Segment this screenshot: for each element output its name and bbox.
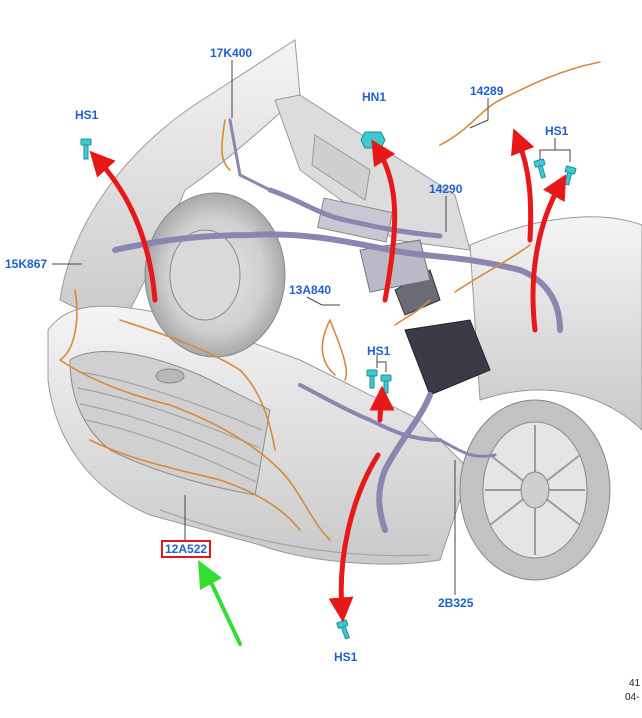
callout-arrow-hs1-right <box>530 174 567 333</box>
callout-arrows <box>89 128 567 623</box>
callout-label-14290: 14290 <box>429 182 463 196</box>
callout-label-13a840: 13A840 <box>289 283 332 297</box>
callout-label-hs1-top-right: HS1 <box>545 124 569 138</box>
callout-label-2b325: 2B325 <box>438 596 474 610</box>
front-end-harness <box>59 61 601 541</box>
front-wheel <box>459 399 611 581</box>
hex-nut-icon <box>360 131 386 149</box>
spare-tire <box>144 192 286 358</box>
callout-label-14289: 14289 <box>470 84 504 98</box>
callout-label-hs1-bottom: HS1 <box>334 650 358 664</box>
callout-label-17k400: 17K400 <box>210 46 253 60</box>
callout-label-hs1-top-left: HS1 <box>75 108 99 122</box>
callout-arrow-14289 <box>511 128 535 243</box>
callout-label-12a522: 12A522 <box>161 540 212 558</box>
callout-arrow-hs1-center <box>369 385 395 423</box>
callout-label-hs1-center: HS1 <box>367 344 391 358</box>
figure-reference-date: 04- <box>625 692 640 703</box>
callout-label-15k867: 15K867 <box>5 257 48 271</box>
callout-label-hn1: HN1 <box>362 90 387 104</box>
callout-arrow-hs1-bottom <box>328 452 381 623</box>
figure-reference-number: 41 <box>629 678 641 689</box>
pointer-arrow <box>198 560 242 646</box>
leader-lines <box>52 60 571 595</box>
engine-components <box>317 197 491 396</box>
vehicle-body <box>47 39 642 565</box>
callout-arrow-hs1-left <box>89 150 158 303</box>
callout-arrow-hn1 <box>371 139 398 303</box>
